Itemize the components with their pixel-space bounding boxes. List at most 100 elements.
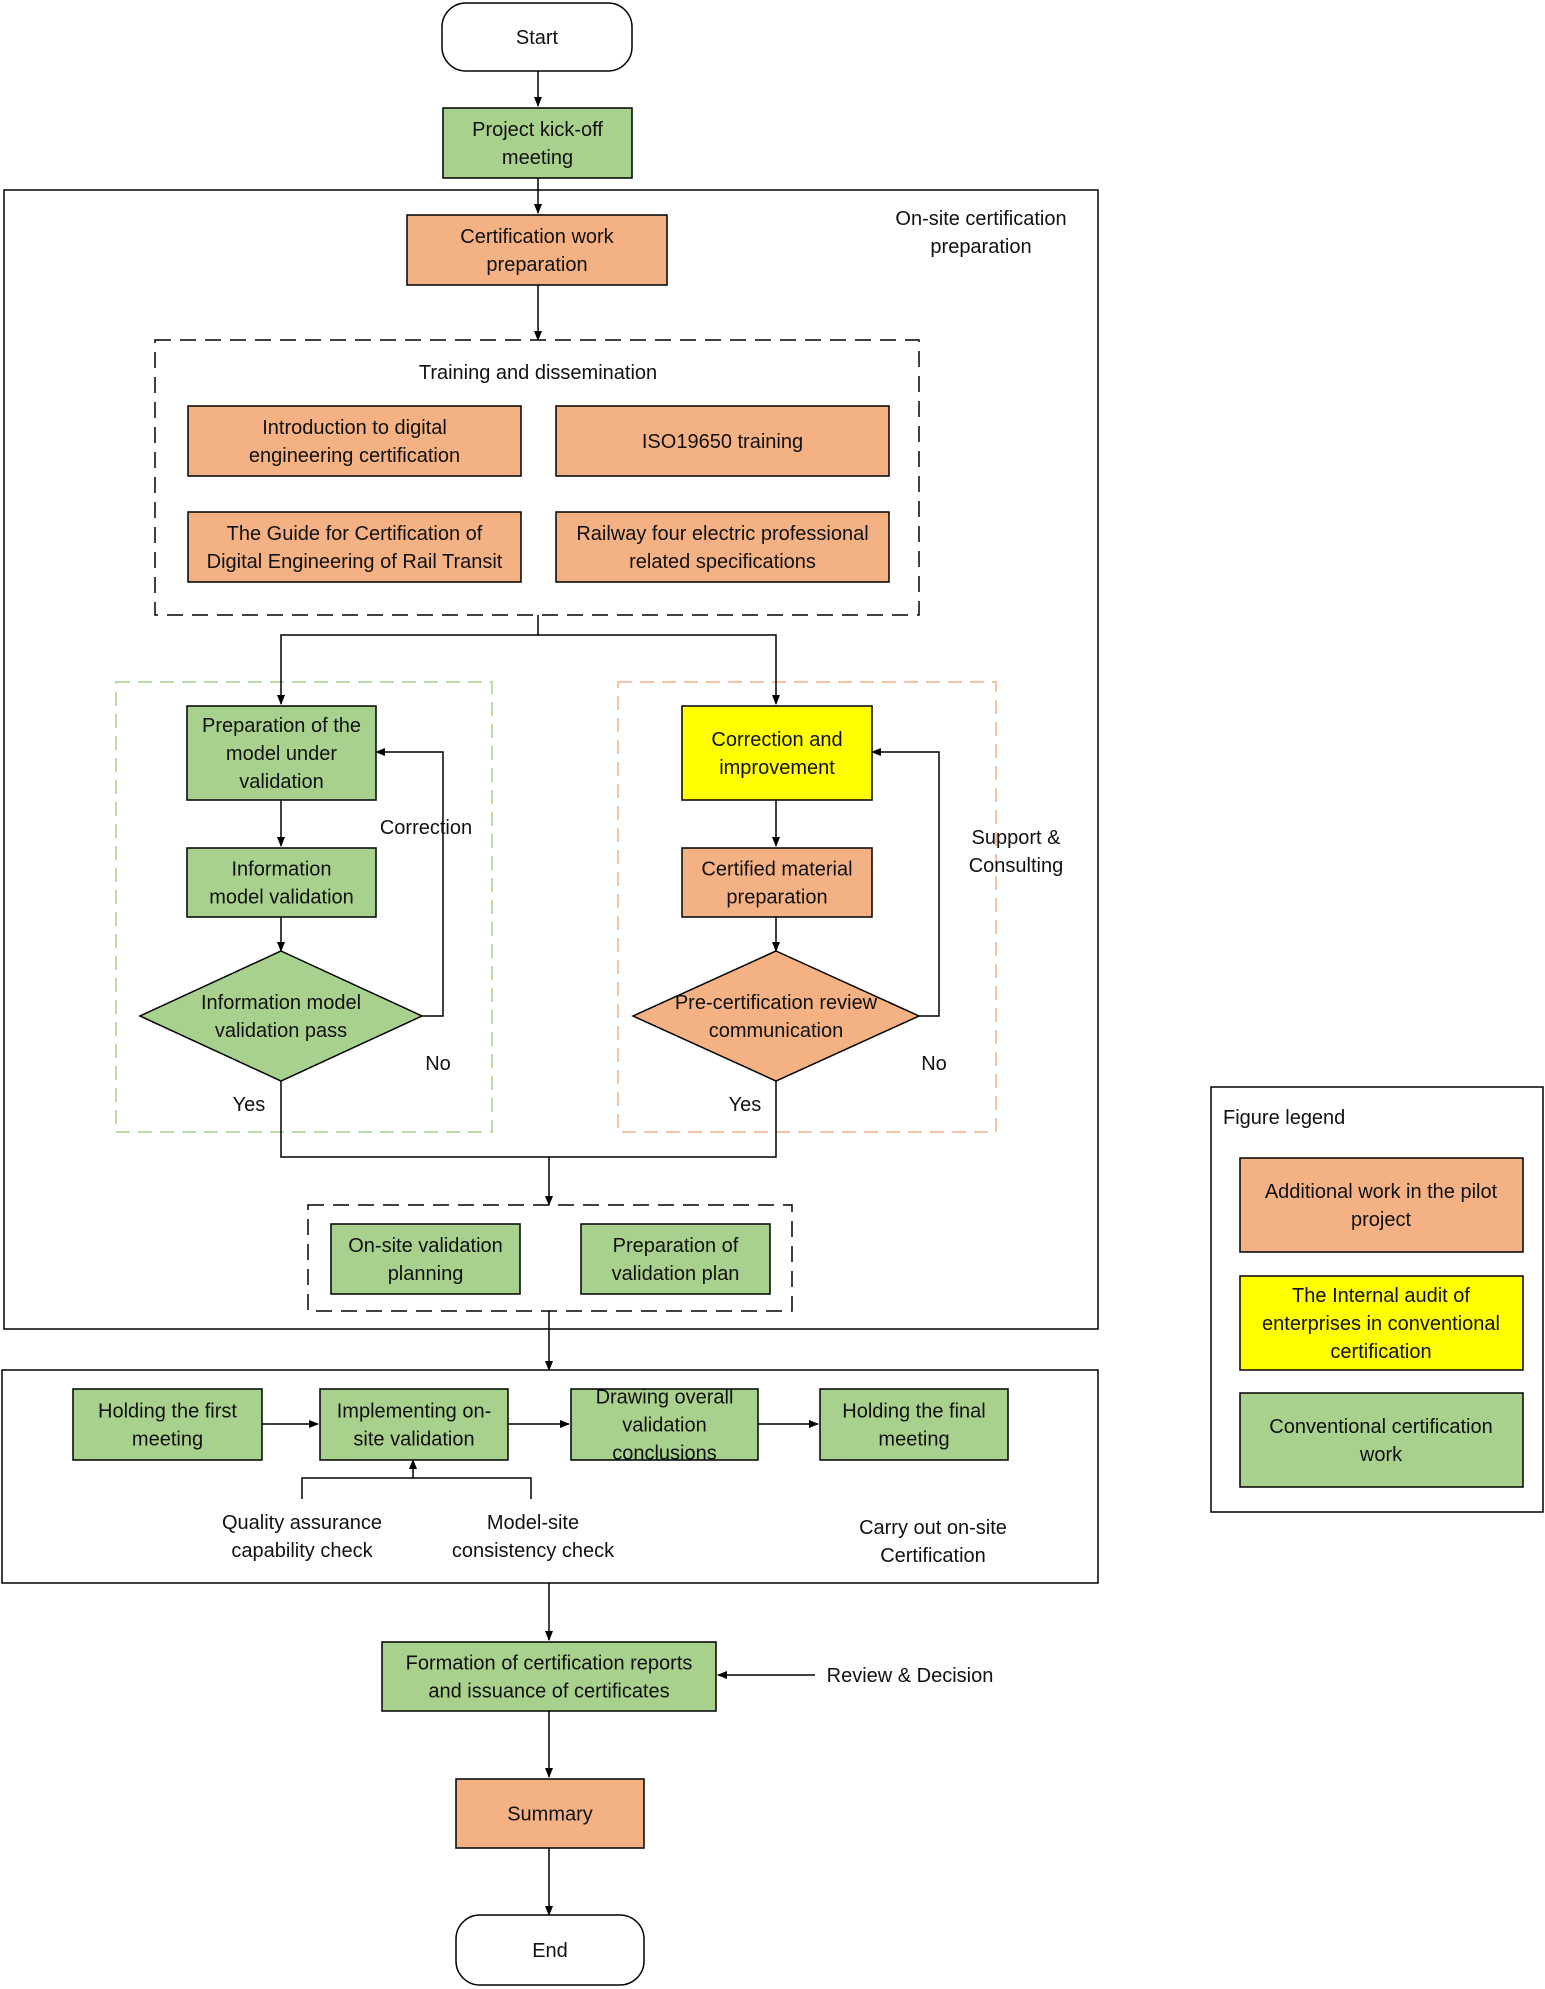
shapes-layer [72,2,1524,1986]
quality-check-label-line: capability check [231,1540,373,1562]
formation-box-label-line: and issuance of certificates [428,1681,669,1703]
validation-group-green [115,681,493,1133]
precert-review-diamond [631,950,921,1082]
kickoff-box [442,107,633,179]
cert-prep-box-label-line: preparation [486,254,587,276]
railway-specs-box-label-line: related specifications [629,551,816,573]
formation-box [381,1641,717,1712]
summary-box-label-line: Summary [507,1804,593,1826]
onsite-prep-title: On-site certification preparation [895,208,1066,258]
formation-box-label-line: Formation of certification reports [406,1653,693,1675]
connectors [262,71,940,1916]
training-title-line: Training and dissemination [419,362,657,384]
certified-material-box [681,847,873,918]
yes-left-label-line: Yes [233,1094,266,1116]
certified-material-box-label-line: preparation [726,887,827,909]
start-terminal [441,2,633,72]
carry-out-title-line: Carry out on-site [859,1517,1007,1539]
intro-digital-box [187,405,522,477]
cert-prep-box [406,214,668,286]
railway-specs-box [555,511,890,583]
legend-item-2-label-line: certification [1330,1341,1431,1363]
info-pass-diamond [138,950,424,1082]
correction-improve-box [681,705,873,801]
onsite-planning-box-label-line: planning [388,1263,464,1285]
model-site-check-label-line: Model-site [487,1512,579,1534]
prep-plan-box-label-line: Preparation of [613,1235,739,1257]
review-decision-label-line: Review & Decision [827,1665,994,1687]
implementing-box-label-line: Implementing on- [337,1401,492,1423]
formation-box-label: Formation of certification reports and is… [406,1653,693,1703]
end-terminal-label-line: End [532,1940,568,1962]
drawing-box [570,1388,759,1461]
legend-item-1-label-line: project [1351,1209,1411,1231]
prep-model-box-label-line: validation [239,771,324,793]
summary-box [455,1778,645,1849]
implementing-box [319,1388,509,1461]
onsite-planning-box [330,1223,521,1295]
edge-pass-correction-loop [375,748,444,1017]
end-terminal-label: End [532,1940,568,1962]
info-pass-diamond-label-line: validation pass [215,1020,347,1042]
correction-label-line: Correction [380,817,472,839]
implementing-box-label: Implementing on-site validation [337,1401,492,1451]
legend-swatch-2 [1239,1275,1524,1371]
railway-specs-box-label-line: Railway four electric professional [576,523,868,545]
cert-prep-box-label: Certification work preparation [460,226,614,276]
support-label-line: Consulting [969,855,1064,877]
start-terminal-label: Start [516,27,559,49]
legend-item-2-label-line: enterprises in conventional [1262,1313,1500,1335]
cert-prep-box-label-line: Certification work [460,226,614,248]
legend-item-1-label-line: Additional work in the pilot [1265,1181,1498,1203]
implementing-box-label-line: site validation [353,1429,474,1451]
onsite-prep-title-line: On-site certification [895,208,1066,230]
prep-model-box-label-line: Preparation of the [202,715,361,737]
edge-training-split [277,615,539,705]
prep-plan-box [580,1223,771,1295]
model-site-check-label-line: consistency check [452,1540,615,1562]
info-validation-box-label-line: Information [231,859,331,881]
prep-model-box [186,705,377,801]
support-group-orange [617,681,997,1133]
no-left-label: No [425,1053,451,1075]
info-validation-box [186,847,377,918]
iso-training-box-label-line: ISO19650 training [642,431,803,453]
legend-item-3-label-line: Conventional certification [1269,1416,1492,1438]
edge-review-support-loop [871,748,940,1017]
certified-material-box-label-line: Certified material [701,859,852,881]
legend-title-line: Figure legend [1223,1107,1345,1129]
training-title: Training and dissemination [419,362,657,384]
correction-label: Correction [380,817,472,839]
support-label: Support &Consulting [969,827,1064,877]
end-terminal [455,1914,645,1986]
legend-item-1-label: Additional work in the pilot project [1265,1181,1498,1231]
legend-swatch-3 [1239,1392,1524,1488]
correction-improve-box-label-line: improvement [719,757,835,779]
legend-item-2-label: The Internal audit of enterprises in conv… [1262,1285,1500,1363]
legend-item-3-label-line: work [1359,1444,1403,1466]
yes-right-label-line: Yes [729,1094,762,1116]
summary-box-label: Summary [507,1804,593,1826]
edge-checks-implementing [301,1477,532,1499]
guide-box-label-line: Digital Engineering of Rail Transit [207,551,503,573]
edge-pass-yes-merge [280,1081,777,1158]
legend-item-2-label-line: The Internal audit of [1292,1285,1470,1307]
yes-right-label: Yes [729,1094,762,1116]
info-pass-diamond-label-line: Information model [201,992,361,1014]
onsite-prep-title-line: preparation [930,236,1031,258]
first-meeting-box-label-line: Holding the first [98,1401,237,1423]
guide-box [187,511,522,583]
